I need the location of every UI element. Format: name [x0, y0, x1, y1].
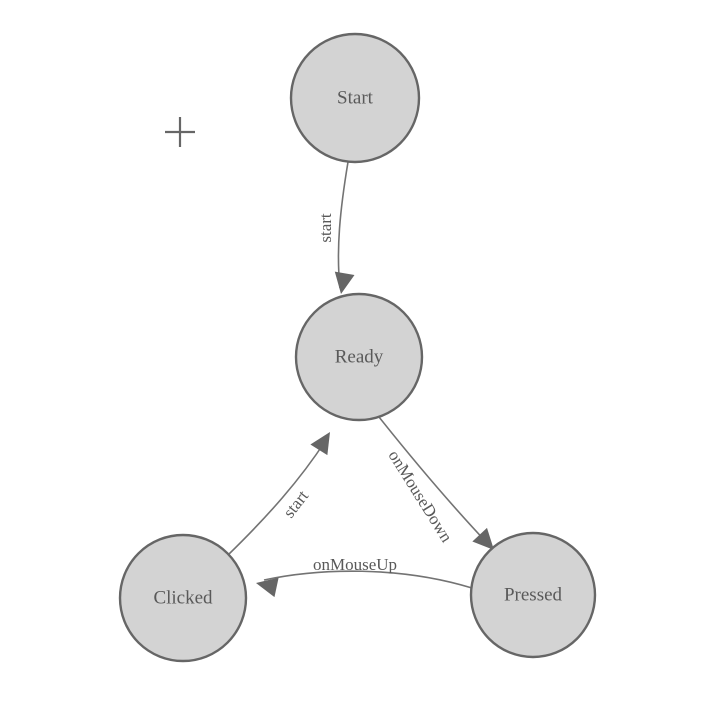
node-circle[interactable]: [294, 292, 424, 422]
arrow-head-icon: [472, 527, 494, 550]
arrow-head-icon: [334, 271, 355, 294]
plus-icon: [165, 117, 195, 147]
node-start[interactable]: Start: [289, 32, 421, 164]
edge-line: [227, 439, 327, 556]
edge-ready-to-pressed[interactable]: onMouseDown: [378, 416, 501, 557]
edge-line: [378, 416, 490, 546]
edge-clicked-to-ready[interactable]: start: [227, 427, 338, 556]
edge-line: [337, 161, 349, 289]
edge-label: start: [279, 486, 312, 521]
edge-line: [263, 570, 473, 589]
node-clicked[interactable]: Clicked: [118, 533, 248, 663]
node-circle[interactable]: [289, 32, 421, 164]
edge-start-to-ready[interactable]: start: [316, 161, 355, 296]
node-ready[interactable]: Ready: [294, 292, 424, 422]
edge-label: onMouseUp: [313, 555, 397, 574]
node-label: Ready: [335, 346, 384, 367]
node-label: Start: [337, 87, 374, 108]
node-label: Pressed: [504, 584, 563, 605]
node-circle[interactable]: [118, 533, 248, 663]
node-label: Clicked: [153, 587, 213, 608]
node-pressed[interactable]: Pressed: [469, 531, 597, 659]
node-circle[interactable]: [469, 531, 597, 659]
edge-label: start: [316, 213, 335, 243]
arrow-head-icon: [256, 577, 279, 598]
arrow-head-icon: [310, 432, 330, 456]
edge-pressed-to-clicked[interactable]: onMouseUp: [254, 555, 473, 598]
